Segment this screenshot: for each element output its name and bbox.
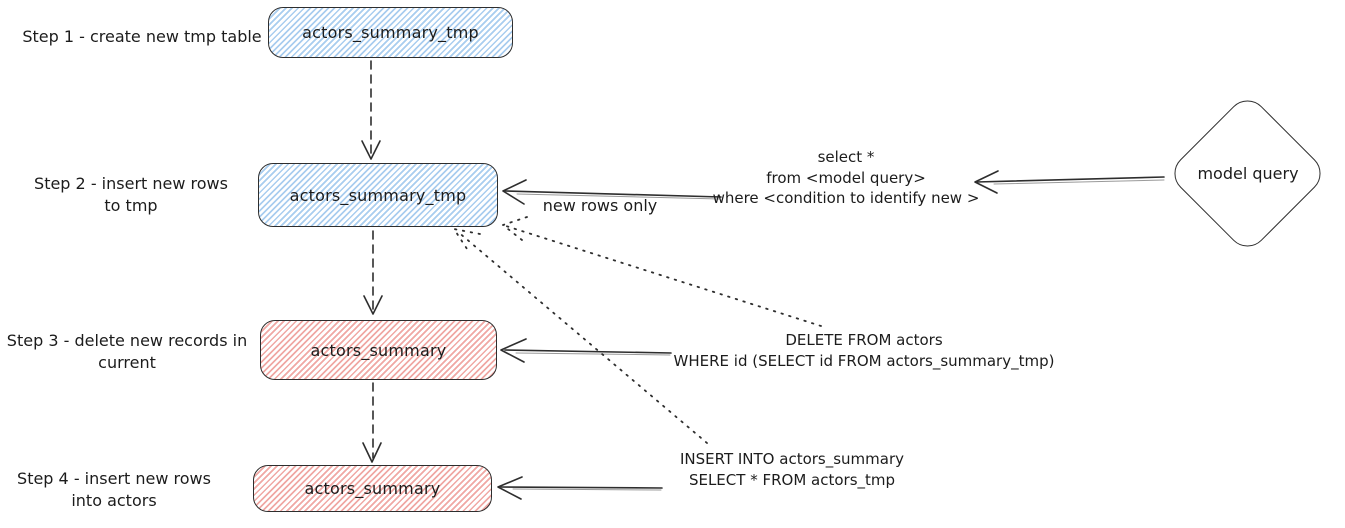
node-step4-text: actors_summary	[304, 479, 441, 498]
delete-query-line2: WHERE id (SELECT id FROM actors_summary_…	[673, 351, 1055, 370]
node-step1-tmp-table: actors_summary_tmp	[268, 7, 513, 58]
arrowhead-left-icon	[500, 338, 527, 363]
edge-step3-to-step4	[362, 382, 382, 463]
step4-label: Step 4 - insert new rows into actors	[0, 468, 228, 512]
select-query-text: select * from <model query> where <condi…	[671, 147, 1021, 209]
select-query-line3: where <condition to identify new >	[712, 189, 980, 207]
arrowhead-down-icon	[361, 140, 381, 160]
edge-insertquery-to-step4node	[497, 476, 663, 500]
node-step4-current-table: actors_summary	[253, 465, 492, 512]
node-step2-tmp-table: actors_summary_tmp	[258, 163, 498, 227]
step2-label-line2: to tmp	[104, 196, 158, 215]
arrowhead-down-icon	[362, 442, 382, 463]
new-rows-only-text: new rows only	[542, 196, 658, 215]
step3-label: Step 3 - delete new records in current	[2, 330, 252, 374]
edge-deletequery-to-step2node-dotted	[502, 216, 822, 327]
node-step1-text: actors_summary_tmp	[302, 23, 479, 42]
arrowhead-dotted-icon	[502, 216, 528, 241]
step1-label-line1: Step 1 - create new tmp table	[22, 27, 262, 46]
step2-label: Step 2 - insert new rows to tmp	[6, 173, 256, 217]
step3-label-line1: Step 3 - delete new records in	[6, 331, 248, 350]
insert-query-line1: INSERT INTO actors_summary	[679, 450, 905, 468]
node-step3-current-table: actors_summary	[260, 320, 497, 380]
select-query-line1: select *	[817, 148, 875, 166]
edge-deletequery-to-step3node	[500, 338, 672, 363]
model-query-label: model query	[1197, 164, 1299, 183]
select-query-line2: from <model query>	[766, 168, 926, 187]
step4-label-line2: into actors	[71, 491, 157, 510]
step4-label-line1: Step 4 - insert new rows	[17, 469, 211, 488]
insert-query-text: INSERT INTO actors_summary SELECT * FROM…	[662, 449, 922, 490]
node-step3-text: actors_summary	[310, 340, 447, 360]
new-rows-only-label: new rows only	[530, 196, 670, 215]
delete-query-line1: DELETE FROM actors	[785, 331, 943, 349]
insert-query-line2: SELECT * FROM actors_tmp	[688, 470, 896, 489]
delete-query-text: DELETE FROM actors WHERE id (SELECT id F…	[664, 330, 1064, 371]
edge-step1-to-step2	[361, 60, 381, 160]
arrowhead-left-icon	[502, 179, 527, 205]
step3-label-line2: current	[98, 353, 156, 372]
arrowhead-left-icon	[497, 476, 523, 500]
step1-label: Step 1 - create new tmp table	[12, 26, 272, 48]
node-step2-text: actors_summary_tmp	[289, 185, 467, 205]
edge-step2-to-step3	[363, 230, 383, 315]
arrowhead-down-icon	[363, 295, 383, 315]
arrowhead-dotted-icon	[453, 228, 481, 253]
step2-label-line1: Step 2 - insert new rows	[34, 174, 228, 193]
